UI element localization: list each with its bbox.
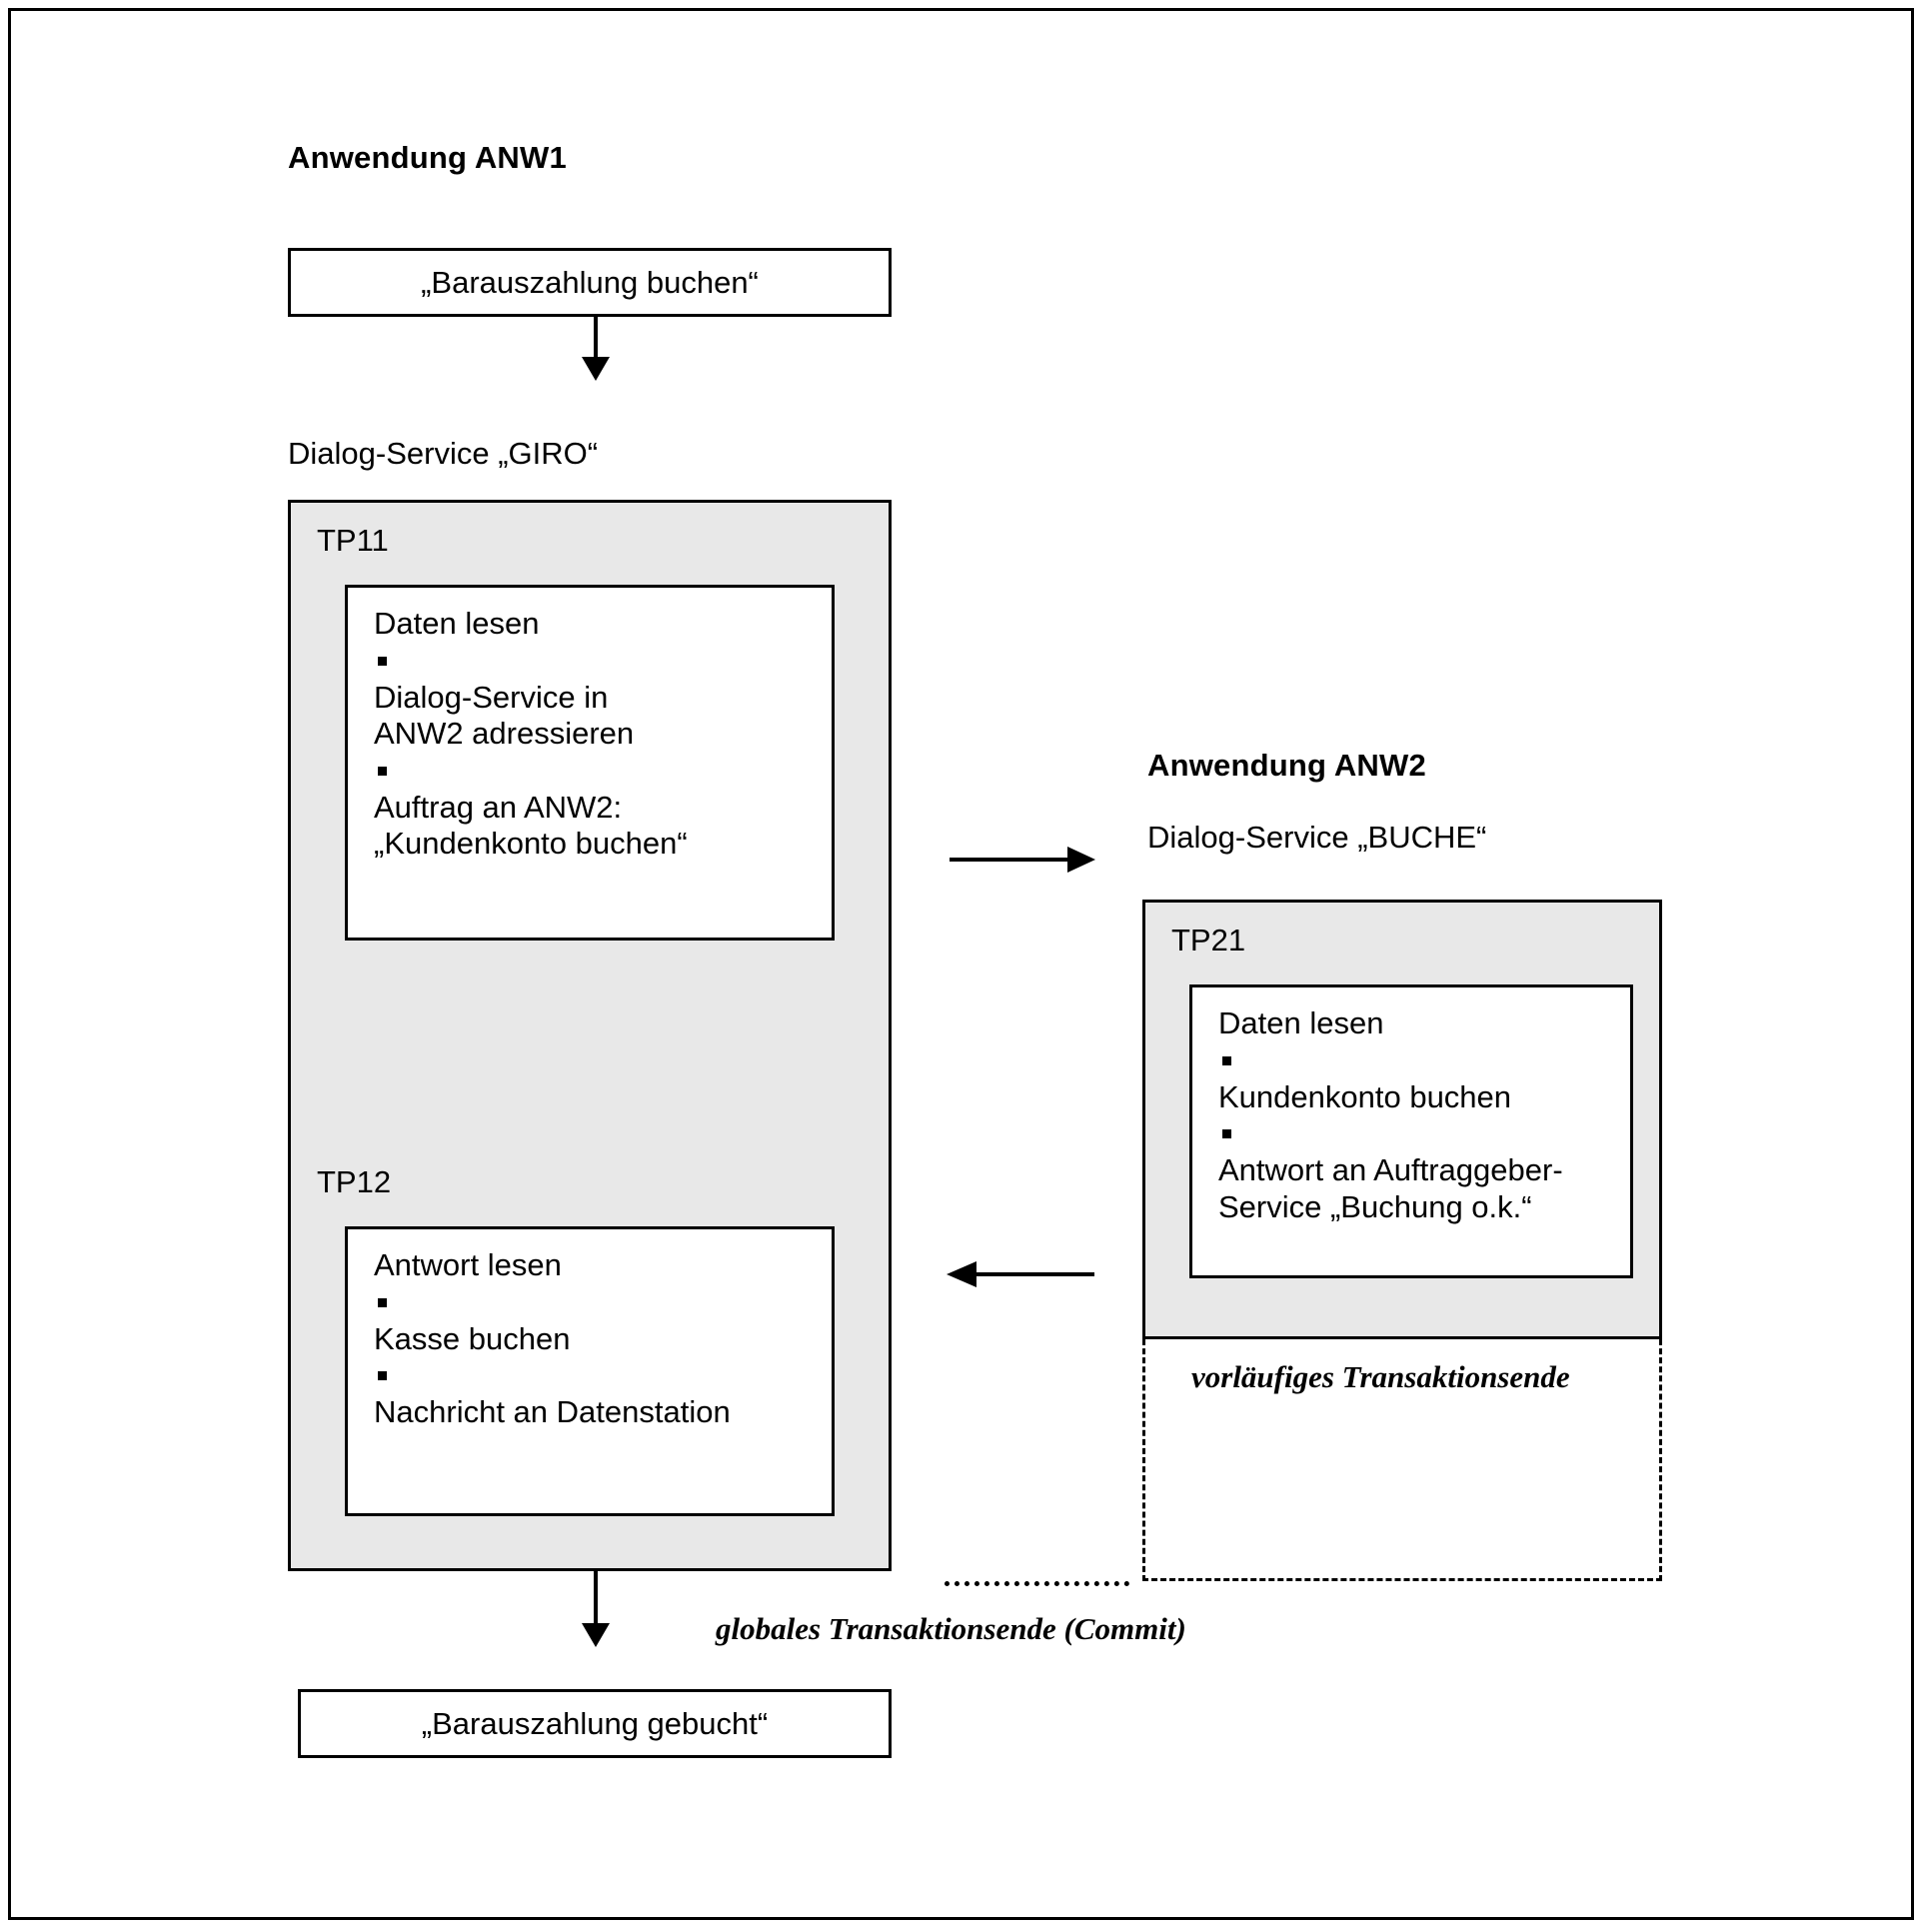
- step-separator-dot: [378, 1297, 387, 1307]
- tp11-step-1: Daten lesen: [374, 606, 540, 641]
- tp21-label: TP21: [1171, 923, 1246, 958]
- step-separator-dot: [378, 766, 387, 776]
- anw1-output-message-box: „Barauszahlung gebucht“: [298, 1689, 892, 1758]
- tp12-step-2: Kasse buchen: [374, 1320, 571, 1356]
- tp12-step-3: Nachricht an Datenstation: [374, 1394, 731, 1430]
- anw2-app-title: Anwendung ANW2: [1147, 748, 1426, 783]
- arrow-request-anw1-to-anw2: [950, 847, 1095, 873]
- tp11-step-box: Daten lesen Dialog-Service in ANW2 adres…: [345, 585, 835, 941]
- anw1-input-message-label: „Barauszahlung buchen“: [421, 264, 759, 300]
- tp11-step-3: Auftrag an ANW2: „Kundenkonto buchen“: [374, 789, 688, 862]
- tp12-step-1: Antwort lesen: [374, 1247, 562, 1282]
- step-separator-dot: [1222, 1055, 1231, 1065]
- anw1-transaction-container: TP11 Daten lesen Dialog-Service in ANW2 …: [288, 500, 892, 1571]
- anw1-output-message-label: „Barauszahlung gebucht“: [421, 1705, 769, 1741]
- anw2-service-title: Dialog-Service „BUCHE“: [1147, 820, 1487, 855]
- anw1-app-title: Anwendung ANW1: [288, 140, 567, 175]
- preliminary-transaction-end-box: [1142, 1339, 1662, 1581]
- arrow-response-anw2-to-anw1: [947, 1261, 1094, 1287]
- anw1-input-message-box: „Barauszahlung buchen“: [288, 248, 892, 317]
- anw1-service-title: Dialog-Service „GIRO“: [288, 436, 599, 471]
- tp11-step-2: Dialog-Service in ANW2 adressieren: [374, 679, 635, 752]
- global-commit-dotted-line: [945, 1581, 1129, 1586]
- tp21-step-3: Antwort an Auftraggeber- Service „Buchun…: [1218, 1152, 1563, 1224]
- tp11-label: TP11: [317, 523, 389, 558]
- arrow-giro-to-output: [582, 1571, 610, 1647]
- tp21-step-1: Daten lesen: [1218, 1005, 1384, 1040]
- page-border: [8, 8, 1914, 1920]
- step-separator-dot: [378, 656, 387, 666]
- anw2-transaction-container: TP21 Daten lesen Kundenkonto buchen Antw…: [1142, 900, 1662, 1339]
- preliminary-transaction-end-label: vorläufiges Transaktionsende: [1191, 1359, 1570, 1394]
- step-separator-dot: [378, 1371, 387, 1381]
- tp12-step-box: Antwort lesen Kasse buchen Nachricht an …: [345, 1226, 835, 1516]
- step-separator-dot: [1222, 1129, 1231, 1139]
- arrow-input-to-giro: [582, 317, 610, 381]
- tp12-label: TP12: [317, 1164, 392, 1199]
- tp21-step-2: Kundenkonto buchen: [1218, 1078, 1512, 1114]
- tp21-step-box: Daten lesen Kundenkonto buchen Antwort a…: [1189, 984, 1633, 1278]
- global-commit-label: globales Transaktionsende (Commit): [716, 1611, 1186, 1646]
